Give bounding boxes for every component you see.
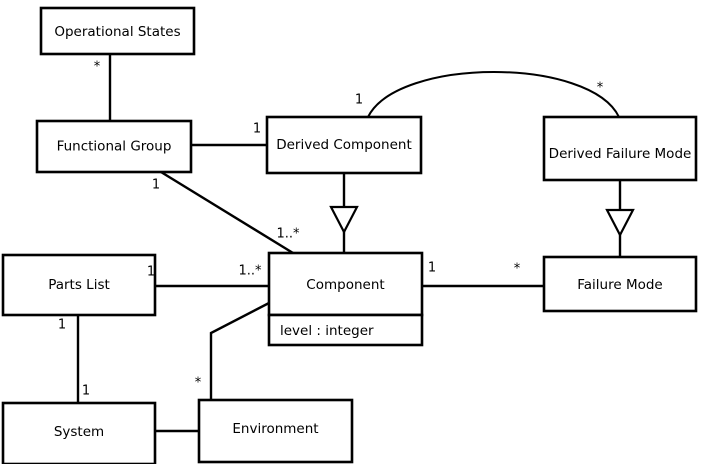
class-box-component[interactable]: Component level : integer: [267, 251, 424, 347]
class-name-system: System: [54, 424, 104, 440]
class-rect-system: [1, 401, 157, 464]
class-name-functional-group: Functional Group: [57, 139, 172, 155]
class-box-derived-component[interactable]: Derived Component: [265, 115, 423, 175]
multiplicity-parts-list-system-target: 1: [82, 384, 90, 399]
multiplicity-functional-group-component-target: 1..*: [276, 227, 300, 242]
multiplicity-environment-component: *: [195, 376, 202, 391]
class-attribute-component-level: level : integer: [280, 323, 374, 339]
class-name-operational-states: Operational States: [54, 24, 180, 40]
multiplicity-parts-list-component-source: 1: [147, 265, 155, 280]
class-rect-failure-mode: [542, 255, 698, 313]
multiplicity-functional-group-derived-component: 1: [253, 122, 261, 137]
class-box-operational-states[interactable]: Operational States: [39, 6, 196, 56]
generalizations: [329, 173, 635, 257]
class-name-failure-mode: Failure Mode: [577, 277, 663, 293]
class-box-failure-mode[interactable]: Failure Mode: [542, 255, 698, 313]
class-name-derived-component: Derived Component: [276, 137, 412, 153]
gen-triangle-derived-failure-mode-failure-mode: [605, 208, 635, 238]
assoc-environment-component: [209, 301, 270, 400]
class-box-system[interactable]: System: [1, 401, 157, 464]
class-rect-component: [267, 251, 424, 317]
gen-triangle-derived-component-component: [329, 205, 359, 235]
multiplicity-functional-group-component-source: 1: [152, 178, 160, 193]
class-rect-operational-states: [39, 6, 196, 56]
class-box-derived-failure-mode[interactable]: Derived Failure Mode: [542, 115, 698, 182]
class-rect-derived-component: [265, 115, 423, 175]
class-rect-parts-list: [1, 253, 157, 317]
multiplicity-parts-list-system-source: 1: [58, 318, 66, 333]
association-lines: [76, 54, 620, 433]
class-box-functional-group[interactable]: Functional Group: [35, 119, 193, 174]
class-attr-compartment-component: [267, 313, 424, 347]
class-rect-derived-failure-mode: [542, 115, 698, 182]
multiplicity-component-failure-mode-target: *: [514, 262, 521, 277]
assoc-arc-derived-component-derived-failure-mode: [367, 71, 620, 118]
class-rect-functional-group: [35, 119, 193, 174]
class-box-parts-list[interactable]: Parts List: [1, 253, 157, 317]
class-rect-environment: [197, 398, 354, 464]
class-name-component: Component: [306, 277, 384, 293]
multiplicity-operational-states: *: [94, 60, 101, 75]
multiplicity-parts-list-component-target: 1..*: [238, 264, 262, 279]
multiplicity-labels: * 1 1 1..* 1 * 1 1..* 1 * 1 1 *: [58, 60, 604, 399]
class-box-environment[interactable]: Environment: [197, 398, 354, 464]
multiplicity-arc-derived-failure-mode: *: [597, 81, 604, 96]
assoc-functional-group-component: [160, 170, 294, 255]
class-name-parts-list: Parts List: [48, 277, 110, 293]
multiplicity-component-failure-mode-source: 1: [428, 261, 436, 276]
class-name-environment: Environment: [232, 421, 318, 437]
class-name-derived-failure-mode: Derived Failure Mode: [549, 146, 692, 162]
multiplicity-arc-derived-component: 1: [355, 93, 363, 108]
